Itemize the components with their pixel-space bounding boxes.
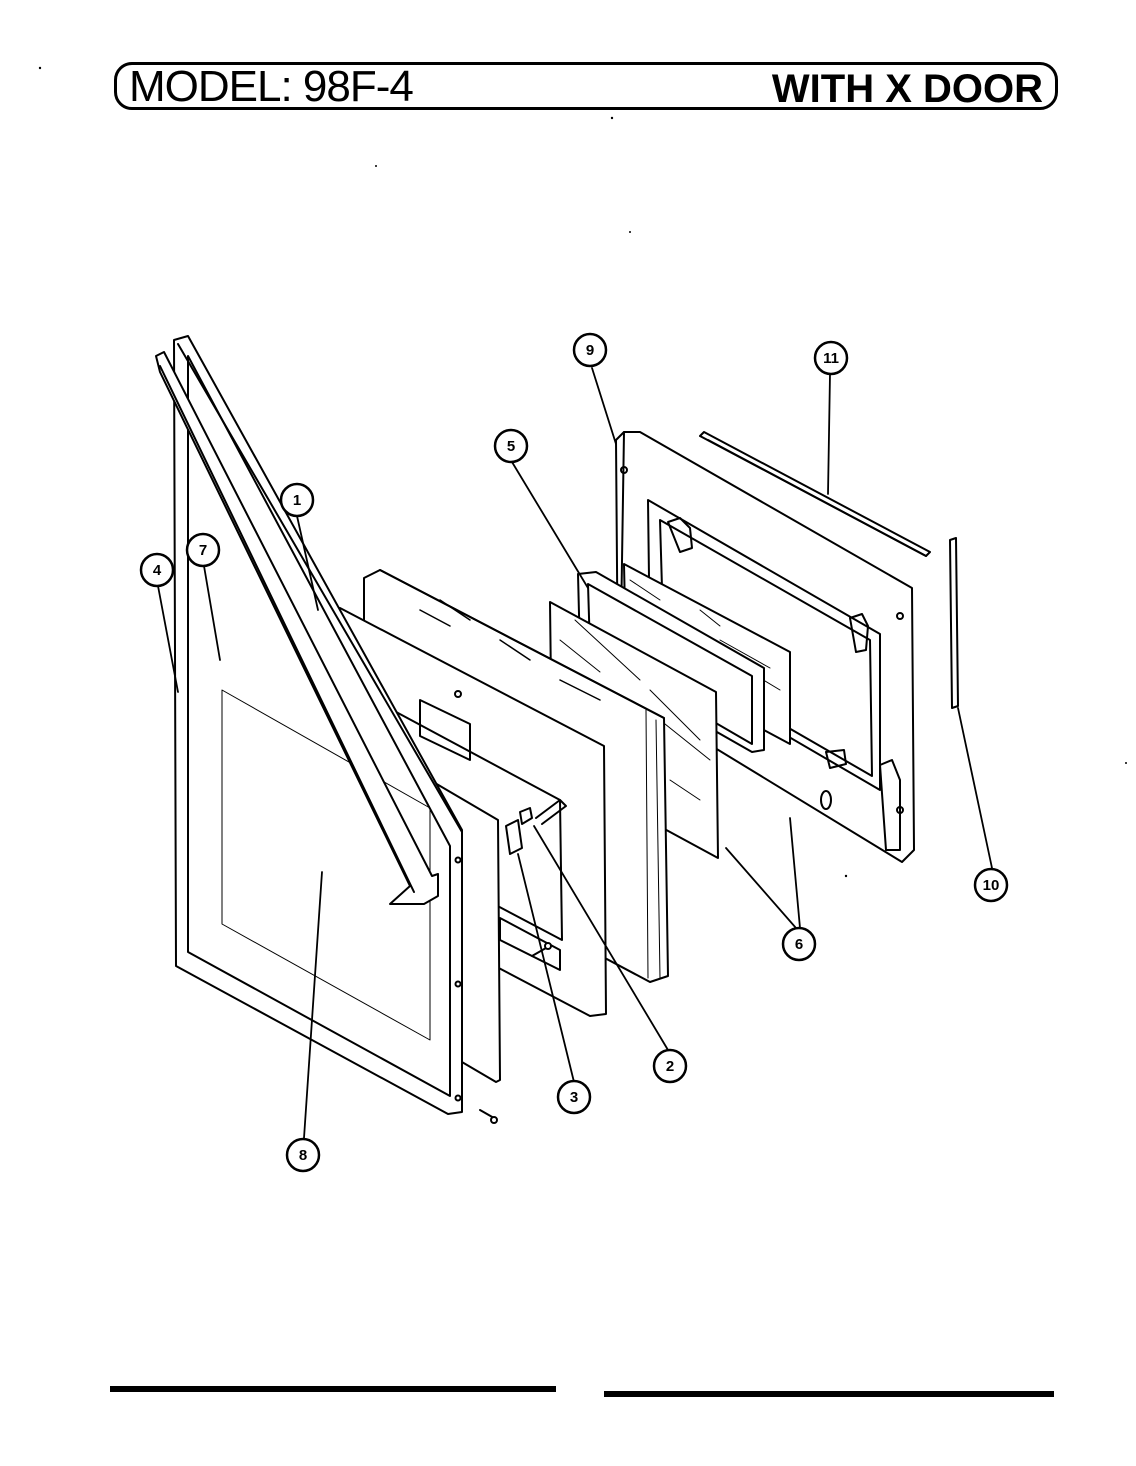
callout-2-label: 2 xyxy=(666,1058,674,1075)
callout-10: 10 xyxy=(973,867,1009,903)
part-side-trim-strip xyxy=(949,537,959,709)
model-header: MODEL: 98F-4 WITH X DOOR xyxy=(114,62,1058,111)
callout-6-label: 6 xyxy=(795,936,803,953)
callout-5-label: 5 xyxy=(507,438,515,455)
screw-middle xyxy=(531,942,552,957)
callout-9-label: 9 xyxy=(586,342,594,359)
callout-4-label: 4 xyxy=(153,562,162,579)
callout-9: 9 xyxy=(572,332,608,368)
callout-2: 2 xyxy=(652,1048,688,1084)
callout-11: 11 xyxy=(813,340,849,376)
footer-rule-right xyxy=(604,1391,1054,1397)
callout-1-label: 1 xyxy=(293,492,301,509)
callout-8: 8 xyxy=(285,1137,321,1173)
callout-7-label: 7 xyxy=(199,542,207,559)
part-top-trim-strip xyxy=(699,431,931,557)
callout-3-label: 3 xyxy=(570,1089,578,1106)
callout-11-label: 11 xyxy=(823,350,839,367)
callout-1: 1 xyxy=(279,482,315,518)
footer-rule-left xyxy=(110,1386,556,1392)
part-latch xyxy=(505,799,567,855)
door-variant-title: WITH X DOOR xyxy=(771,67,1043,111)
callout-6: 6 xyxy=(781,926,817,962)
callout-8-label: 8 xyxy=(299,1147,307,1164)
leader-lines xyxy=(157,367,993,1139)
callout-4: 4 xyxy=(139,552,175,588)
callout-7: 7 xyxy=(185,532,221,568)
scan-specks xyxy=(38,66,1127,878)
screw-bottom xyxy=(479,1109,498,1124)
model-title: MODEL: 98F-4 xyxy=(129,62,414,111)
callout-3: 3 xyxy=(556,1079,592,1115)
part-door-handle xyxy=(155,351,439,905)
callout-10-label: 10 xyxy=(983,877,1000,894)
callout-5: 5 xyxy=(493,428,529,464)
